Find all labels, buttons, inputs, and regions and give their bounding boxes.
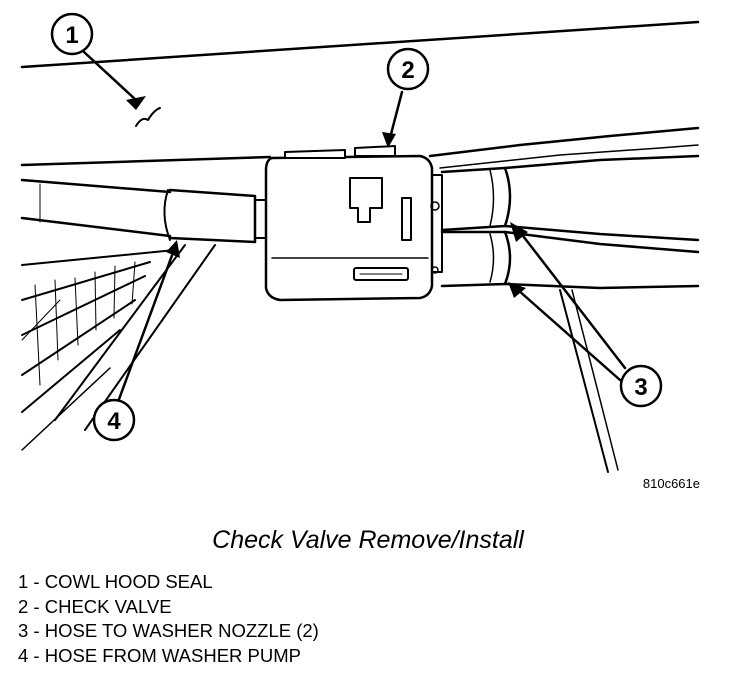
leader-line-4 (116, 248, 176, 404)
legend-text: HOSE TO WASHER NOZZLE (2) (44, 620, 319, 641)
arrowhead-2 (382, 132, 396, 148)
legend-text: COWL HOOD SEAL (44, 571, 213, 592)
cowl-panel-right-inner-edge (439, 144, 699, 169)
figure-id: 810c661e (643, 476, 700, 491)
cowl-seal-indicator-squiggle (135, 107, 161, 127)
figure-caption: Check Valve Remove/Install (212, 526, 524, 554)
callout-number-4: 4 (107, 408, 121, 435)
callout-circle-1 (50, 12, 94, 56)
callout-circle-3 (619, 364, 663, 408)
callout-circle-2 (386, 47, 430, 91)
cowl-panel-right-edge (428, 126, 700, 158)
legend-item: 1 - COWL HOOD SEAL (18, 570, 319, 595)
hose-from-washer-pump (20, 178, 269, 244)
arrowhead-3b (508, 282, 526, 298)
leader-line-2 (388, 90, 404, 140)
frame-bracket-right-inner (571, 289, 619, 471)
callout-leader-lines (82, 50, 627, 404)
cowl-panel-upper-edge (20, 155, 272, 167)
hose-to-washer-nozzle-lower (440, 230, 700, 290)
legend-number: 3 - (18, 620, 40, 641)
legend-item: 4 - HOSE FROM WASHER PUMP (18, 644, 319, 669)
check-valve-illustration: 1 2 3 4 810c661e (20, 12, 700, 491)
legend-text: HOSE FROM WASHER PUMP (44, 644, 302, 666)
legend-number: 1 - (18, 571, 40, 592)
leader-line-1 (82, 50, 138, 102)
cowl-hood-seal (20, 20, 700, 69)
callout-number-1: 1 (65, 22, 78, 49)
legend-text: CHECK VALVE (44, 595, 172, 617)
hose-to-washer-nozzle-upper (440, 154, 700, 242)
arrowhead-1 (126, 96, 146, 110)
frame-bracket-right (559, 289, 609, 473)
callout-circle-4 (92, 398, 136, 442)
callout-number-2: 2 (401, 57, 414, 84)
check-valve-body (264, 145, 443, 302)
legend-item: 2 - CHECK VALVE (18, 595, 319, 620)
legend-number: 2 - (18, 595, 40, 617)
arrowhead-4 (166, 240, 180, 258)
legend-item: 3 - HOSE TO WASHER NOZZLE (2) (18, 619, 319, 644)
arrowhead-3a (510, 222, 528, 242)
lower-left-structure (21, 244, 216, 451)
legend-number: 4 - (18, 644, 40, 666)
callout-number-3: 3 (634, 374, 647, 401)
leader-line-3a (518, 230, 627, 370)
leader-line-3b (516, 288, 622, 382)
callout-legend: 1 - COWL HOOD SEAL 2 - CHECK VALVE 3 - H… (18, 570, 319, 668)
